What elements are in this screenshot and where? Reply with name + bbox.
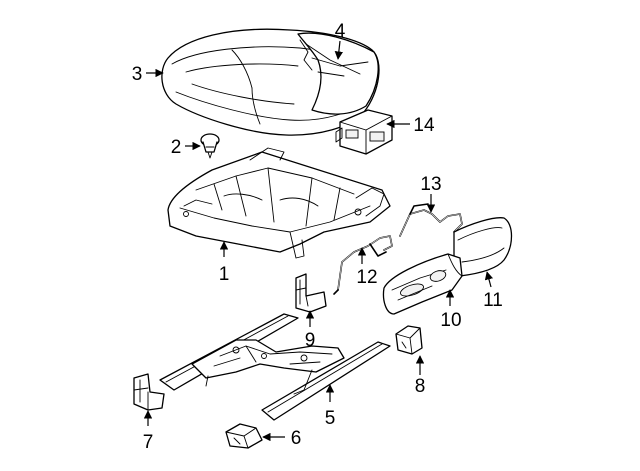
side-shield-part-10[interactable] bbox=[382, 253, 463, 315]
callout-9: 9 bbox=[305, 330, 316, 351]
control-module-part-14[interactable] bbox=[335, 109, 393, 155]
callout-10: 10 bbox=[440, 310, 461, 331]
callout-6: 6 bbox=[291, 428, 302, 449]
seat-cover-part-4[interactable] bbox=[297, 32, 379, 115]
callout-13: 13 bbox=[420, 174, 441, 195]
callout-4: 4 bbox=[335, 21, 346, 42]
bracket-part-7[interactable] bbox=[133, 373, 165, 411]
seat-track-part-5[interactable] bbox=[159, 313, 391, 421]
leader-lines bbox=[143, 40, 494, 442]
callout-7: 7 bbox=[143, 432, 154, 453]
wire-part-12[interactable] bbox=[333, 235, 393, 295]
clip-part-6[interactable] bbox=[225, 423, 263, 449]
bracket-part-9[interactable] bbox=[295, 273, 327, 313]
callout-11: 11 bbox=[483, 290, 503, 311]
side-shield-part-11[interactable] bbox=[445, 217, 513, 277]
callout-12: 12 bbox=[356, 267, 377, 288]
callout-labels: 1 2 3 4 5 6 7 8 9 10 11 12 13 14 bbox=[132, 21, 503, 453]
callout-3: 3 bbox=[132, 64, 143, 85]
callout-1: 1 bbox=[219, 264, 230, 285]
callout-14: 14 bbox=[413, 115, 435, 136]
callout-5: 5 bbox=[325, 408, 336, 429]
fastener-part-2[interactable] bbox=[200, 133, 220, 159]
wire-part-13[interactable] bbox=[399, 203, 463, 237]
callout-8: 8 bbox=[415, 376, 426, 397]
bracket-part-8[interactable] bbox=[395, 325, 423, 355]
callout-2: 2 bbox=[171, 137, 182, 158]
seat-frame-part-1[interactable] bbox=[167, 147, 391, 259]
